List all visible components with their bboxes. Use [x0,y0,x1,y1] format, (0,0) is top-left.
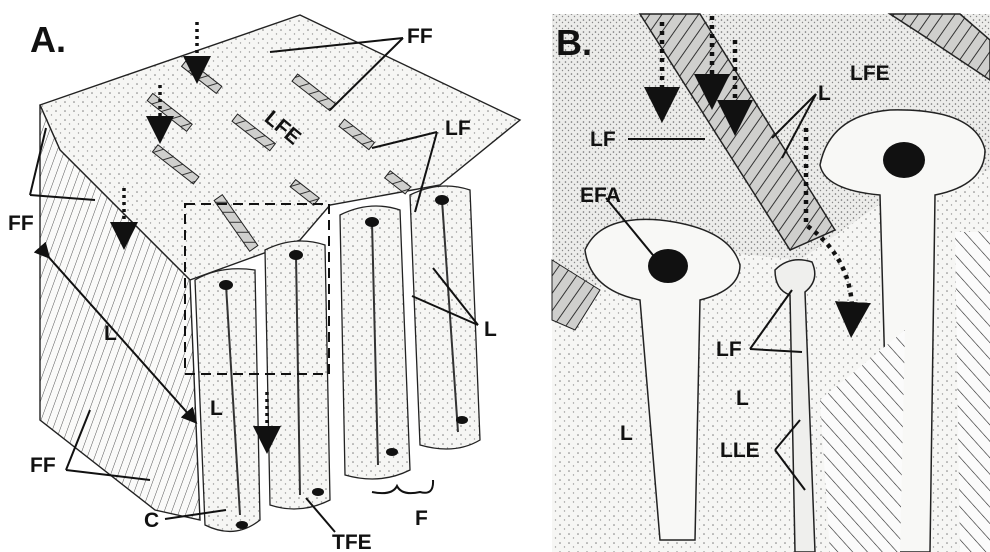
label-b-lf-mid: LF [716,338,742,361]
label-b-lfe: LFE [850,62,890,85]
label-b-l-mid: L [736,387,749,410]
label-tfe: TFE [332,531,372,552]
label-b-lle: LLE [720,439,760,462]
label-c: C [144,509,159,532]
label-b-l-left: L [620,422,633,445]
panel-b: B. LFE L LF EFA LF L L LLE [552,14,990,552]
label-ff-top: FF [407,25,433,48]
label-l-center: L [210,397,223,420]
panel-a: A. FF LFE LF FF L L L FF C TFE F [8,15,520,552]
panel-b-letter: B. [556,22,592,63]
label-ff-bottom: FF [30,454,56,477]
label-f: F [415,507,428,530]
label-l-left: L [104,322,117,345]
label-b-l-top: L [818,82,831,105]
label-b-efa: EFA [580,184,621,207]
label-l-right: L [484,318,497,341]
label-b-lf-top: LF [590,128,616,151]
panel-a-letter: A. [30,19,66,60]
label-lf: LF [445,117,471,140]
label-ff-left: FF [8,212,34,235]
